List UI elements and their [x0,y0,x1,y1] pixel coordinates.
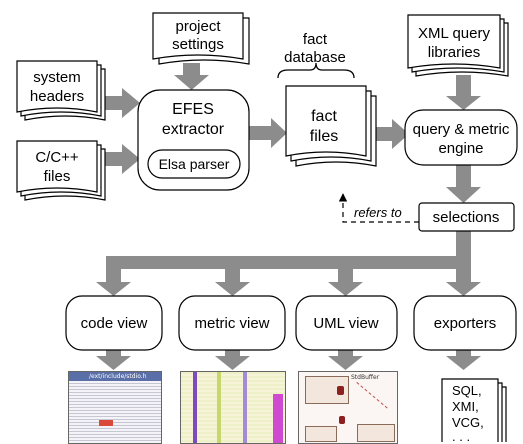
code-view-highlight [99,420,113,426]
arrow-factfiles-to-engine [373,119,409,149]
arrow-cppfiles-to-extractor [102,144,140,174]
exporter-format-sql: SQL, [452,383,482,398]
arrow-extractor-to-factfiles [249,118,287,148]
exporter-format-vcg: VCG, [452,415,484,430]
exporters-label: exporters [434,315,497,332]
code-view-label: code view [81,315,148,332]
query-engine-label-2: engine [438,140,483,157]
efes-extractor-label-1: EFES [172,101,214,118]
arrow-code-to-output [96,350,131,370]
uml-view-node: UML view [295,295,398,351]
selections-node: selections [418,202,515,232]
arrow-settings-to-extractor [174,63,209,90]
cpp-files-node: C/C++ files [16,140,106,201]
exporter-formats-node: SQL, XMI, VCG, . . . [441,378,507,442]
query-engine-node: query & metric engine [404,109,518,166]
arrow-to-metric-view [215,268,250,296]
arrow-headers-to-extractor [102,88,140,118]
fact-database-label-1: fact [303,31,328,48]
arrow-exporters-to-output [446,350,481,370]
arrow-libraries-to-engine [446,75,481,110]
arrow-engine-to-selections [446,165,481,203]
fact-files-label-1: fact [311,108,337,125]
efes-extractor-node: EFES extractor Elsa parser [137,89,250,191]
elsa-parser-label: Elsa parser [159,156,230,172]
fact-database-label-2: database [284,49,346,66]
system-headers-label-2: headers [30,88,84,105]
uml-node-red-1 [337,386,344,395]
project-settings-label-2: settings [172,36,224,53]
xml-query-libraries-label-2: libraries [428,44,481,61]
fact-database-label-group: fact database [277,31,355,79]
metric-view-label: metric view [194,315,269,332]
query-engine-label-1: query & metric [413,121,510,138]
fact-files-label-2: files [310,128,338,145]
exporters-node: exporters [413,295,517,351]
metric-view-screenshot [180,371,286,444]
exporter-format-xmi: XMI, [452,399,479,414]
arrow-to-exporters [446,268,481,296]
refers-to-line [338,193,419,223]
arrow-to-code-view [96,268,131,296]
arrow-metric-to-output [215,350,250,370]
refers-to-link: refers to [338,193,419,223]
metric-view-bar [273,394,283,443]
code-view-screenshot: /ext/include/stdio.h [68,371,162,444]
xml-query-libraries-label-1: XML query [418,25,490,42]
project-settings-node: project settings [152,12,250,65]
exporter-format-more: . . . [452,429,470,442]
xml-query-libraries-node: XML query libraries [407,14,509,77]
uml-view-label: UML view [313,315,378,332]
arrow-to-uml-view [328,268,363,296]
fact-files-node: fact files [285,85,377,167]
refers-to-label: refers to [354,205,402,220]
system-headers-node: system headers [16,60,106,121]
arrow-selections-down [456,231,471,256]
uml-view-screenshot: StdBuffer [298,371,398,444]
arrow-uml-to-output [328,350,363,370]
selections-label: selections [433,209,500,226]
code-view-node: code view [65,295,163,351]
cpp-files-label-1: C/C++ [35,149,79,166]
code-view-lines [69,381,161,443]
uml-class-header: StdBuffer [351,374,380,381]
metric-view-node: metric view [178,295,286,351]
code-view-titlebar: /ext/include/stdio.h [69,372,161,381]
elsa-parser-box [147,149,241,179]
flow-arrows [96,63,481,370]
efes-extractor-label-2: extractor [162,121,225,138]
distribution-bar [106,256,471,269]
fact-database-brace [277,62,355,79]
uml-class-box-2 [305,426,337,442]
project-settings-label-1: project [175,18,221,35]
uml-node-red-2 [339,416,345,424]
cpp-files-label-2: files [44,168,71,185]
system-headers-label-1: system [33,69,81,86]
